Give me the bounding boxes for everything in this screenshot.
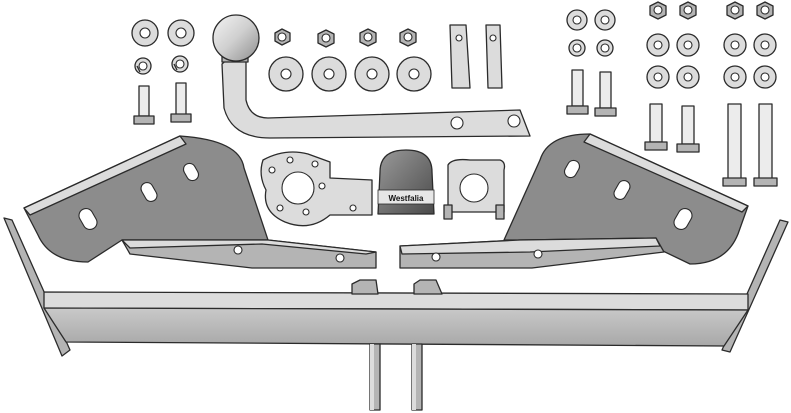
flat-washer xyxy=(354,56,390,92)
main-cross-beam xyxy=(3,217,789,411)
spring-washer xyxy=(568,39,586,57)
flat-washer xyxy=(396,56,432,92)
flat-washer xyxy=(167,19,195,47)
hex-nut xyxy=(399,28,417,47)
spring-washer xyxy=(171,55,189,73)
hex-nut xyxy=(726,1,744,20)
flat-washer xyxy=(753,33,777,57)
bolt xyxy=(722,103,747,187)
washer-row xyxy=(268,56,432,92)
flat-washer xyxy=(646,33,670,57)
bolt xyxy=(566,69,589,115)
washer-group-left xyxy=(131,19,195,125)
receiver-tube-left xyxy=(369,343,381,411)
hex-nut xyxy=(756,1,774,20)
spring-washer xyxy=(134,57,152,75)
nut-row xyxy=(274,28,417,48)
beam-tab-right xyxy=(413,279,443,295)
hex-nut xyxy=(649,1,667,20)
flat-washer xyxy=(723,65,747,89)
spacer-plate xyxy=(449,24,471,89)
flat-washer xyxy=(723,33,747,57)
side-bracket-left xyxy=(23,135,269,263)
beam-tab-left xyxy=(351,279,379,295)
receiver-tube-right xyxy=(411,343,423,411)
hardware-group-right-c xyxy=(722,1,778,187)
bolt xyxy=(133,85,155,125)
bolt xyxy=(644,103,668,151)
tow-ball-cover: Westfalia xyxy=(377,149,435,215)
hex-nut xyxy=(566,9,588,31)
spacer-plate xyxy=(485,24,503,89)
hex-nut xyxy=(274,28,291,46)
bolt xyxy=(594,71,617,117)
socket-mounting-plate xyxy=(260,151,373,227)
bolt xyxy=(753,103,778,187)
mounting-plate-right xyxy=(399,237,665,269)
hex-nut xyxy=(679,1,697,20)
hex-nut xyxy=(317,29,335,48)
socket-bracket xyxy=(443,158,506,220)
spring-washer xyxy=(596,39,614,57)
bolt xyxy=(170,82,192,123)
cover-brand-print: Westfalia xyxy=(389,194,425,203)
hardware-group-right-b xyxy=(644,1,700,153)
hex-nut xyxy=(594,9,616,31)
flat-washer xyxy=(676,33,700,57)
flat-washer xyxy=(131,19,159,47)
mounting-plate-left xyxy=(121,239,377,269)
side-bracket-right xyxy=(503,133,749,265)
flat-washer xyxy=(311,56,347,92)
hardware-group-right-a xyxy=(566,9,617,117)
flat-washer xyxy=(753,65,777,89)
flat-washer xyxy=(676,65,700,89)
flat-washer xyxy=(646,65,670,89)
tow-ball-neck xyxy=(212,14,531,139)
bolt xyxy=(676,105,700,153)
flat-washer xyxy=(268,56,304,92)
hex-nut xyxy=(359,28,377,47)
